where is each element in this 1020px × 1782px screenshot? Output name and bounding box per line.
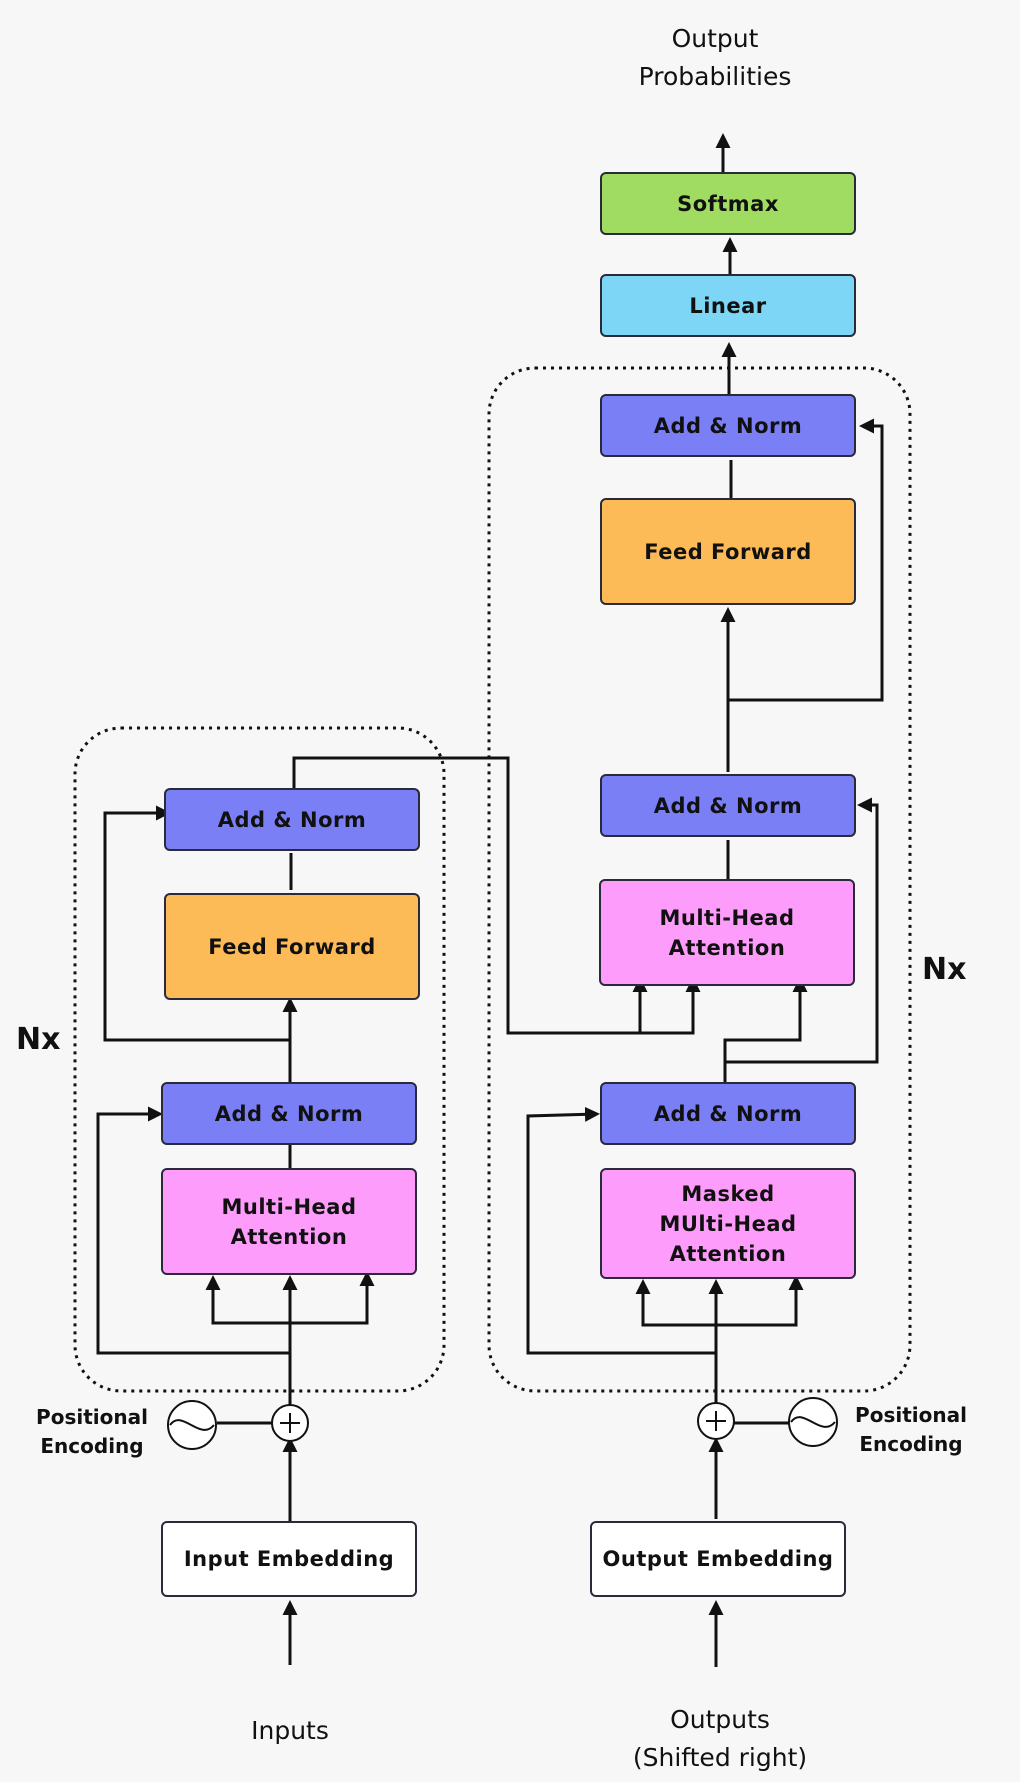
softmax-block: Softmax — [600, 172, 856, 235]
decoder-masked-attention: Masked MUlti-Head Attention — [600, 1168, 856, 1279]
input-embedding: Input Embedding — [161, 1521, 417, 1597]
decoder-positional-encoding-label: Positional Encoding — [855, 1403, 967, 1456]
decoder-sine-icon — [788, 1397, 838, 1447]
output-probabilities-label: Output Probabilities — [638, 24, 792, 91]
decoder-nx-label: Nx — [922, 952, 967, 987]
linear-block: Linear — [600, 274, 856, 337]
output-embedding: Output Embedding — [590, 1521, 846, 1597]
encoder-feed-forward: Feed Forward — [164, 893, 420, 1000]
decoder-stack-frame — [487, 366, 912, 1393]
inputs-label: Inputs — [251, 1716, 329, 1745]
decoder-add-norm-bottom: Add & Norm — [600, 1082, 856, 1145]
encoder-add-norm-bottom: Add & Norm — [161, 1082, 417, 1145]
encoder-stack-frame — [73, 726, 446, 1393]
decoder-add-norm-top: Add & Norm — [600, 394, 856, 457]
encoder-sine-icon — [167, 1400, 217, 1450]
outputs-label: Outputs (Shifted right) — [632, 1705, 808, 1772]
encoder-positional-encoding-label: Positional Encoding — [36, 1405, 148, 1458]
encoder-adder-icon — [271, 1404, 309, 1442]
encoder-nx-label: Nx — [16, 1022, 61, 1057]
decoder-add-norm-middle: Add & Norm — [600, 774, 856, 837]
decoder-feed-forward: Feed Forward — [600, 498, 856, 605]
encoder-add-norm-top: Add & Norm — [164, 788, 420, 851]
encoder-multi-head-attention: Multi-Head Attention — [161, 1168, 417, 1275]
decoder-cross-attention: Multi-Head Attention — [599, 879, 855, 986]
decoder-adder-icon — [697, 1402, 735, 1440]
